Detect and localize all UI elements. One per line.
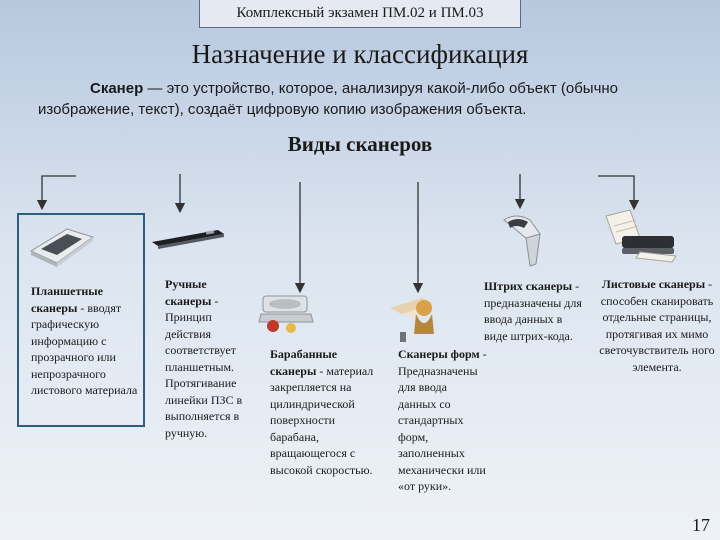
page-number: 17	[692, 515, 710, 535]
scanner-card-flatbed: Планшетные сканеры - вводят графическую …	[17, 213, 145, 427]
scanner-desc-drum: Барабанные сканеры - материал закрепляет…	[270, 346, 378, 478]
scanner-name-drum: Барабанные сканеры	[270, 347, 338, 378]
form-scanner-icon	[390, 298, 434, 342]
scanner-text-handheld: - Принцип действия соответствует планшет…	[165, 293, 243, 440]
scanner-name-sheetfed: Листовые сканеры	[601, 277, 706, 291]
section-subtitle: Виды сканеров	[287, 132, 433, 156]
scanner-desc-sheetfed: Листовые сканеры - способен сканировать …	[596, 276, 718, 375]
scanner-text-form: - Предназначены для ввода данных со стан…	[398, 347, 487, 493]
scanner-desc-handheld: Ручные сканеры - Принцип действия соотве…	[165, 276, 255, 441]
course-header: Комплексный экзамен ПМ.02 и ПМ.03	[199, 0, 521, 28]
scanner-desc-barcode: Штрих сканеры - предназначены для ввода …	[484, 278, 588, 344]
drum-scanner-icon	[258, 295, 314, 333]
flatbed-scanner-icon	[29, 228, 95, 267]
scanner-text-barcode: - предназначены для ввода данных в виде …	[484, 279, 582, 343]
barcode-scanner-icon	[503, 215, 541, 267]
scanner-name-form: Сканеры форм	[398, 347, 480, 361]
scanner-name-barcode: Штрих сканеры	[484, 279, 573, 293]
intro-term: Сканер	[90, 80, 144, 97]
scanner-desc-flatbed: Планшетные сканеры - вводят графическую …	[31, 283, 139, 399]
slide-title: Назначение и классификация	[191, 39, 529, 69]
scanner-name-handheld: Ручные сканеры	[165, 277, 212, 308]
intro-paragraph: Сканер — это устройство, которое, анализ…	[38, 78, 698, 120]
intro-text: — это устройство, которое, анализируя ка…	[38, 80, 619, 118]
scanner-text-drum: - материал закрепляется на цилиндрическо…	[270, 363, 374, 477]
sheetfed-scanner-icon	[605, 209, 677, 263]
scanner-name-flatbed: Планшетные сканеры	[31, 284, 103, 315]
scanner-desc-form: Сканеры форм - Предназначены для ввода д…	[398, 346, 488, 495]
handheld-scanner-icon	[152, 230, 224, 249]
scanner-text-flatbed: - вводят графическую информацию с прозра…	[31, 300, 138, 398]
scanner-text-sheetfed: - способен сканировать отдельные страниц…	[599, 277, 715, 374]
